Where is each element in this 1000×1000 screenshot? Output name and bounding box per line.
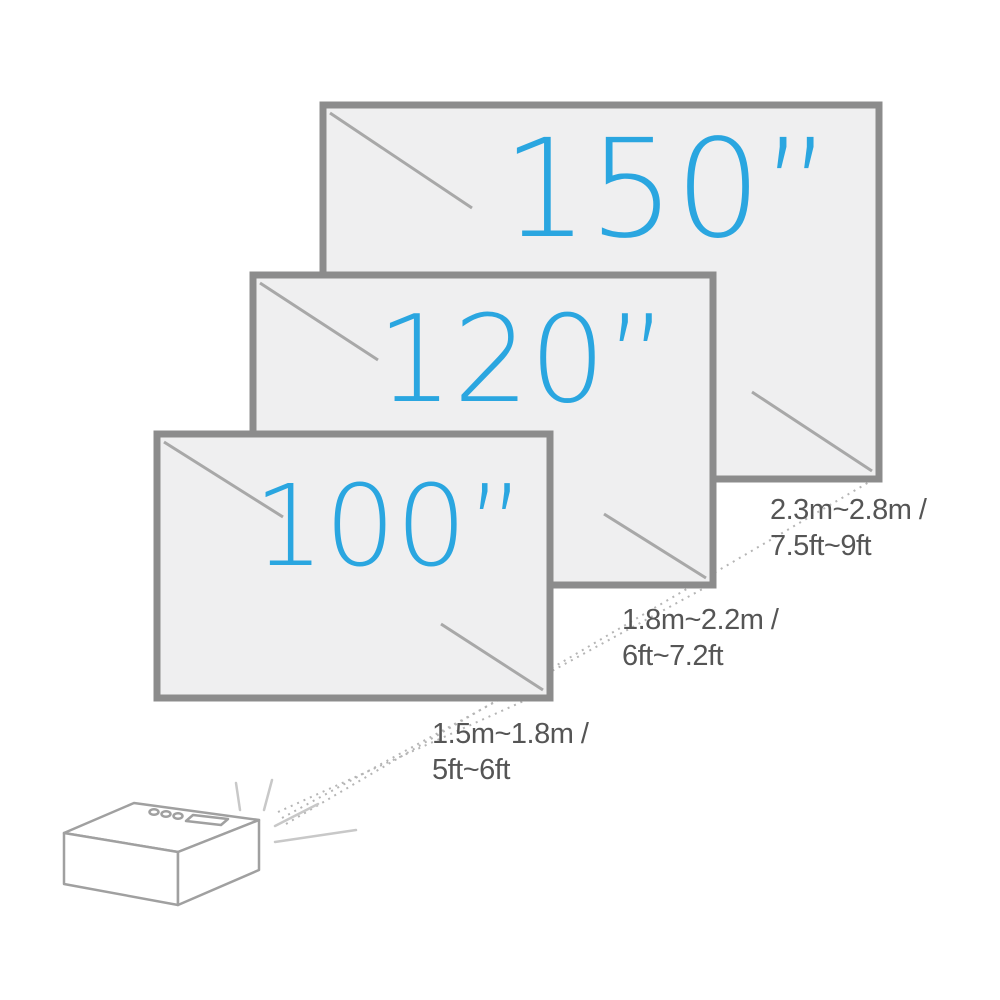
- screen-120-glare-bottom: [603, 512, 707, 580]
- distance-150-imperial: 7.5ft~9ft: [770, 530, 872, 562]
- projector-icon: [62, 801, 261, 907]
- screen-100-glare-top: [163, 440, 284, 519]
- screen-120-size-label: 120”: [377, 291, 668, 430]
- distance-100-imperial: 5ft~6ft: [432, 754, 510, 786]
- light-ray-3: [273, 802, 320, 828]
- screen-100: 100”: [153, 430, 554, 702]
- guide-line-150: [285, 477, 877, 825]
- light-ray-2: [262, 778, 274, 812]
- light-ray-1: [234, 781, 242, 812]
- distance-120-metric: 1.8m~2.2m /: [622, 604, 779, 636]
- screen-120-glare-top: [259, 281, 379, 362]
- projector-side: [176, 818, 261, 907]
- distance-label-100: 1.5m~1.8m / 5ft~6ft: [432, 716, 589, 788]
- screen-100-glare-bottom: [440, 622, 544, 692]
- projector-button-3: [172, 811, 184, 821]
- distance-120-imperial: 6ft~7.2ft: [622, 640, 724, 672]
- screen-150-glare-top: [329, 111, 473, 210]
- projection-guide-lines: [277, 477, 877, 825]
- projector-button-1: [148, 807, 160, 817]
- screen-100-size-label: 100”: [253, 462, 525, 592]
- screen-150-glare-bottom: [751, 390, 873, 473]
- distance-label-120: 1.8m~2.2m / 6ft~7.2ft: [622, 602, 779, 674]
- light-ray-icon: [234, 778, 358, 844]
- projector-display-panel: [184, 813, 230, 827]
- light-ray-4: [273, 828, 358, 844]
- projector-button-2: [160, 809, 172, 819]
- guide-line-100: [277, 689, 549, 813]
- distance-150-metric: 2.3m~2.8m /: [770, 494, 927, 526]
- distance-label-150: 2.3m~2.8m / 7.5ft~9ft: [770, 492, 927, 564]
- screen-150-size-label: 150”: [502, 111, 832, 269]
- distance-100-metric: 1.5m~1.8m /: [432, 718, 589, 750]
